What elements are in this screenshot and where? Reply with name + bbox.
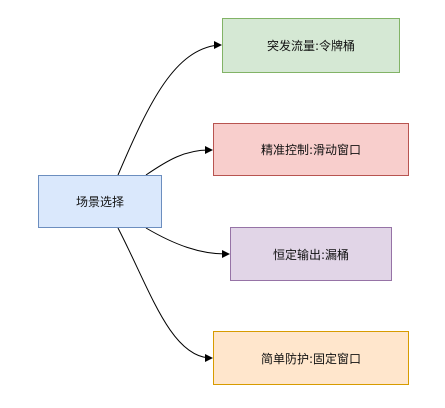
- branch-node-token-bucket: 突发流量:令牌桶: [222, 18, 400, 73]
- arrowhead-sliding-window: [205, 146, 213, 154]
- branch-node-fixed-window: 简单防护:固定窗口: [213, 331, 409, 385]
- branch-node-label: 精准控制:滑动窗口: [260, 143, 362, 157]
- branch-node-leaky-bucket: 恒定输出:漏桶: [230, 227, 392, 281]
- branch-node-label: 突发流量:令牌桶: [266, 39, 356, 53]
- arrowhead-fixed-window: [205, 354, 213, 362]
- edge-root-to-token-bucket: [117, 44, 219, 176]
- arrowhead-token-bucket: [214, 41, 222, 49]
- root-node-label: 场景选择: [75, 195, 124, 209]
- arrowhead-leaky-bucket: [222, 250, 230, 258]
- root-node-scenario-selection: 场景选择: [38, 175, 162, 228]
- edge-root-to-sliding-window: [145, 149, 210, 176]
- edge-root-to-fixed-window: [117, 227, 210, 359]
- branch-node-label: 简单防护:固定窗口: [260, 351, 362, 366]
- edge-root-to-leaky-bucket: [145, 227, 227, 255]
- branch-node-sliding-window: 精准控制:滑动窗口: [213, 123, 409, 176]
- branch-node-label: 恒定输出:漏桶: [272, 247, 350, 262]
